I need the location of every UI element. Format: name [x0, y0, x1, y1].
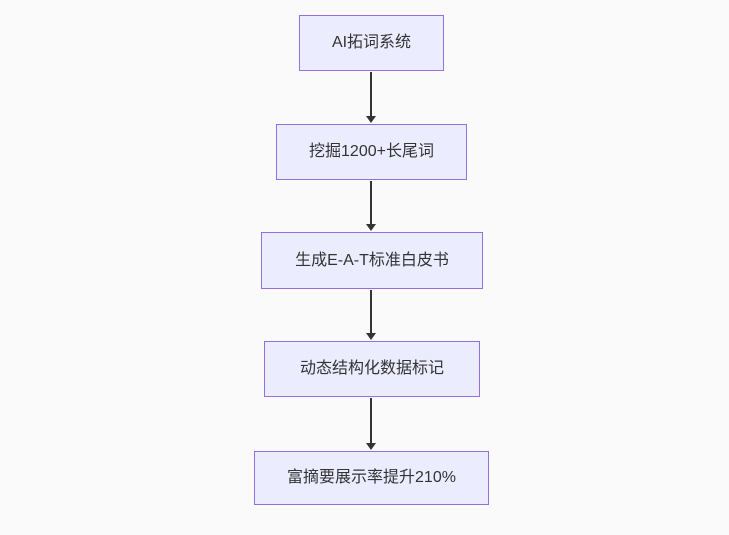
- node-label: AI拓词系统: [331, 34, 412, 52]
- flow-edge-arrow-4: [366, 398, 376, 450]
- node-label: 生成E-A-T标准白皮书: [295, 251, 449, 269]
- node-label: 挖掘1200+长尾词: [309, 143, 434, 161]
- flow-edge-arrow-3: [366, 290, 376, 340]
- flow-edge-arrow-2: [366, 181, 376, 231]
- node-label: 动态结构化数据标记: [299, 360, 444, 378]
- flow-edge-arrow-1: [366, 72, 376, 123]
- flow-node-structured-data-markup: 动态结构化数据标记: [264, 341, 480, 397]
- flow-node-rich-snippet-result: 富摘要展示率提升210%: [254, 451, 489, 505]
- node-label: 富摘要展示率提升210%: [287, 469, 456, 487]
- flow-node-eat-whitepaper: 生成E-A-T标准白皮书: [261, 232, 483, 289]
- flow-node-ai-word-expansion: AI拓词系统: [299, 15, 444, 71]
- flow-node-longtail-mining: 挖掘1200+长尾词: [276, 124, 467, 180]
